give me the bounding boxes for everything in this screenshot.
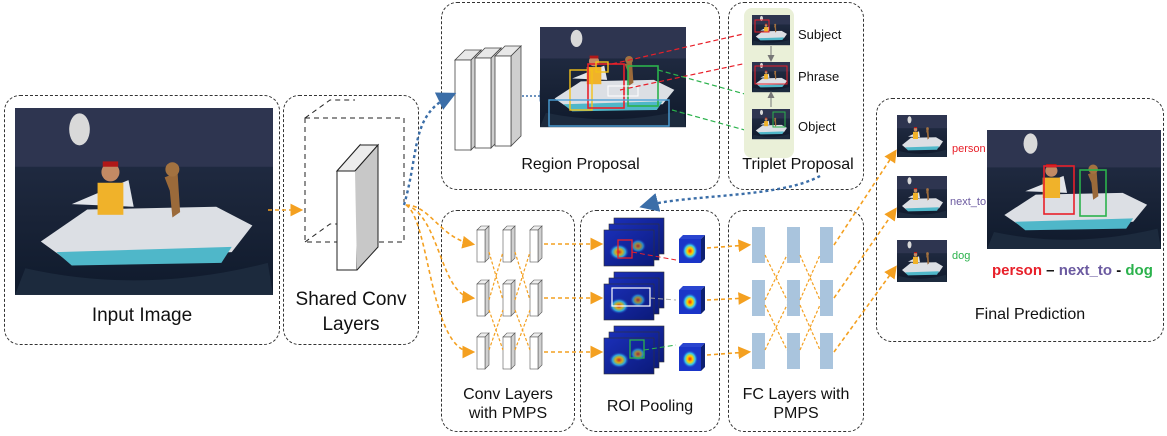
fc-cross-arrows	[764, 254, 821, 351]
conv-pmps-blocks	[476, 225, 543, 370]
pred-object-tag: dog	[952, 250, 971, 262]
region-photo	[540, 27, 686, 128]
sentence-predicate: next_to	[1058, 262, 1113, 279]
shared-conv-block	[304, 99, 405, 271]
phrase-label: Phrase	[798, 69, 840, 84]
input-image-label: Input Image	[91, 305, 193, 326]
triplet-links	[611, 31, 753, 133]
final-prediction-label: Final Prediction	[974, 306, 1086, 323]
fc-bars	[752, 227, 833, 369]
final-triplet-sentence: person – next_to - dog	[992, 262, 1162, 279]
input-photo	[15, 108, 273, 295]
rpn-slabs	[454, 45, 522, 151]
shared-conv-label: Shared Conv Layers	[295, 289, 407, 335]
pmps-cross-arrows	[488, 251, 531, 351]
sentence-object: dog	[1125, 262, 1153, 279]
region-proposal-label: Region Proposal	[521, 156, 640, 173]
conv-pmps-label: Conv Layers with PMPS	[463, 386, 553, 422]
sentence-sep1: –	[1042, 262, 1059, 279]
pred-predicate-tag: next_to	[950, 196, 987, 208]
triplet-column	[744, 8, 794, 158]
object-label: Object	[798, 119, 836, 134]
flow-arrows	[268, 149, 897, 360]
sentence-subject: person	[992, 262, 1043, 279]
subject-label: Subject	[798, 27, 842, 42]
roi-tiles	[603, 217, 705, 375]
fc-pmps-label: FC Layers with PMPS	[742, 386, 850, 422]
final-thumbnails	[897, 115, 1161, 282]
pred-subject-tag: person	[952, 143, 986, 155]
roi-pooling-label: ROI Pooling	[606, 398, 694, 415]
triplet-proposal-label: Triplet Proposal	[742, 156, 854, 173]
sentence-sep2: -	[1112, 262, 1126, 279]
